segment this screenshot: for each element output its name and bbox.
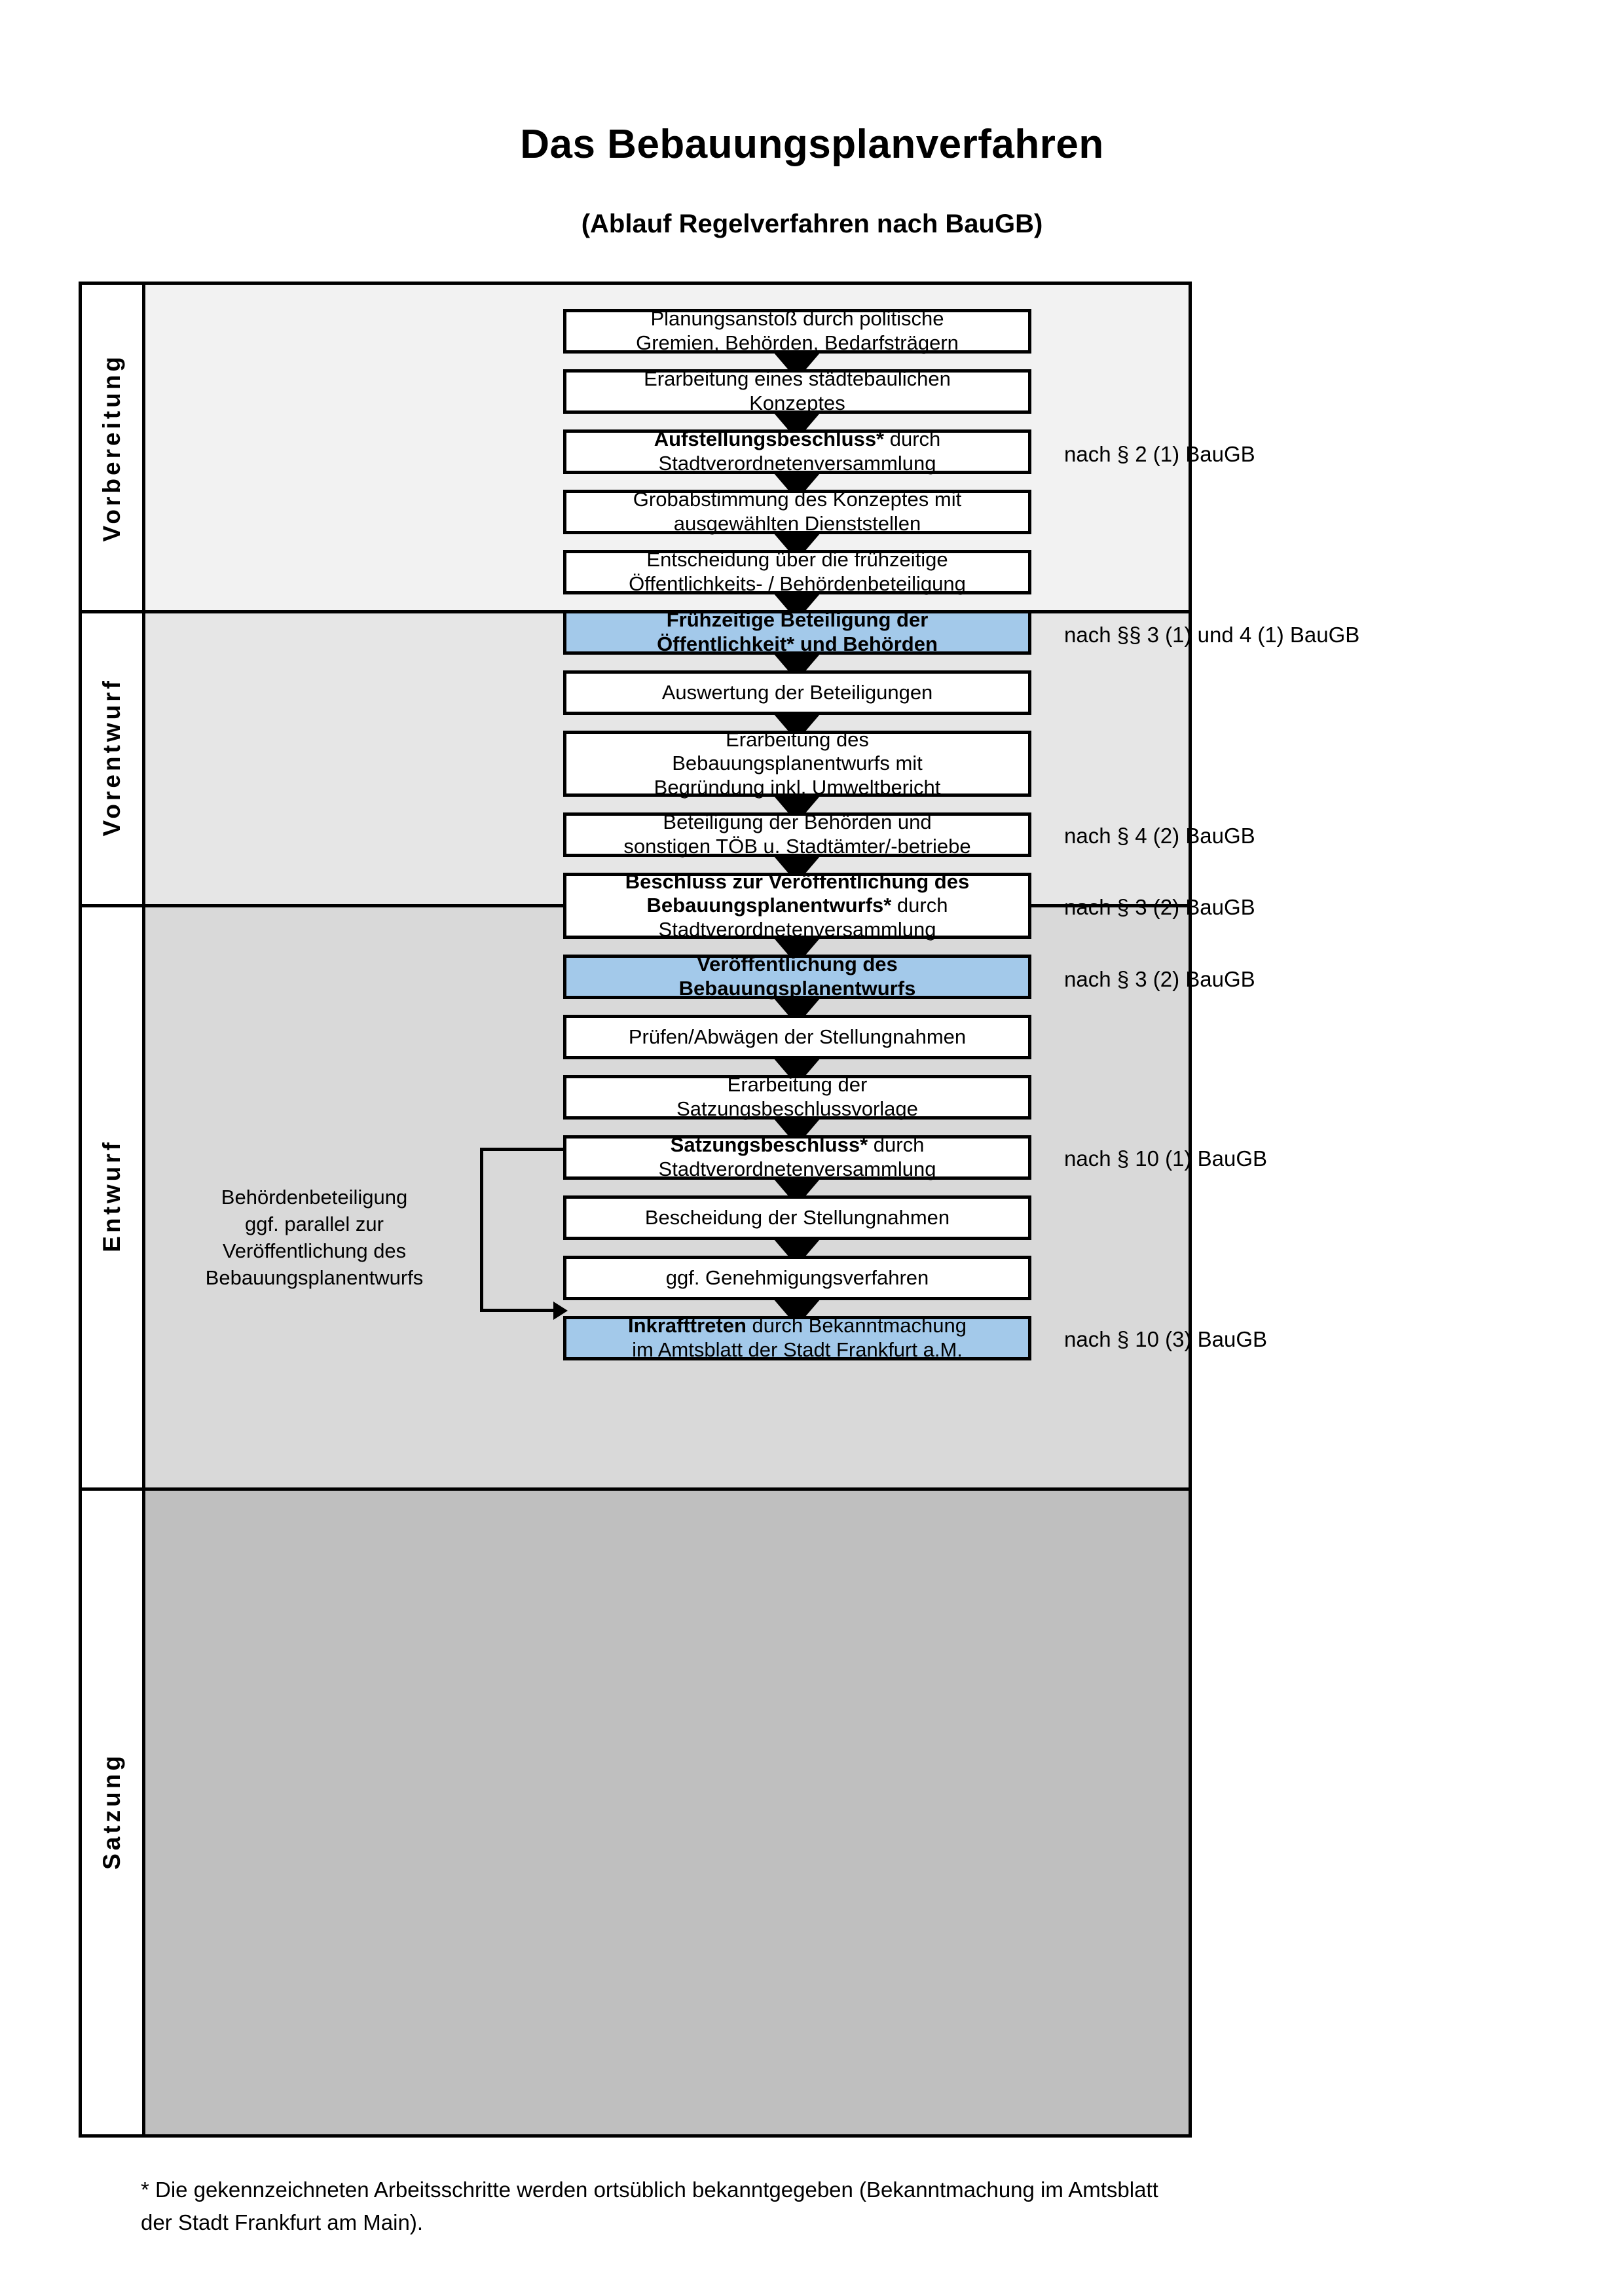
- step-line: Inkrafttreten durch Bekanntmachung: [628, 1314, 967, 1338]
- legal-reference: nach § 10 (1) BauGB: [1064, 1146, 1268, 1171]
- step-line-bold: Bebauungsplanentwurfs*: [646, 894, 892, 917]
- step-line: Erarbeitung der: [727, 1073, 868, 1097]
- side-annotation-line: Veröffentlichung des: [222, 1239, 407, 1262]
- phase-divider: [82, 1487, 1189, 1491]
- legal-reference: nach § 2 (1) BauGB: [1064, 442, 1255, 466]
- step-line: Erarbeitung eines städtebaulichen: [644, 367, 951, 391]
- process-step-box[interactable]: Erarbeitung der Satzungsbeschlussvorlage: [563, 1073, 1031, 1120]
- step-line-bold: Satzungsbeschluss*: [670, 1133, 868, 1157]
- step-line: Beschluss zur Veröffentlichung des: [625, 869, 970, 893]
- step-line-suffix: durch: [868, 1133, 925, 1157]
- phase-band-satzung: Satzung: [82, 1487, 1189, 2134]
- step-line: ggf. Genehmigungsverfahren: [665, 1266, 929, 1289]
- step-line: Prüfen/Abwägen der Stellungnahmen: [628, 1025, 967, 1048]
- step-line: Bebauungsplanentwurfs* durch: [647, 894, 948, 918]
- process-step-box[interactable]: ggf. Genehmigungsverfahren: [563, 1256, 1031, 1300]
- step-line: Erarbeitung des: [726, 727, 869, 751]
- side-annotation-line: ggf. parallel zur: [245, 1212, 384, 1235]
- step-line: Bebauungsplanentwurfs: [678, 977, 916, 1000]
- page-title: Das Bebauungsplanverfahren: [520, 122, 1104, 167]
- step-line: Planungsanstoß durch politische: [650, 307, 944, 331]
- process-step-box[interactable]: Bescheidung der Stellungnahmen: [563, 1195, 1031, 1240]
- step-line: Beteiligung der Behörden und: [663, 811, 932, 834]
- step-line: Öffentlichkeits- / Behördenbeteiligung: [629, 572, 966, 595]
- phase-label-text: Satzung: [98, 1752, 125, 1870]
- step-line: Konzeptes: [749, 392, 845, 414]
- step-line: Frühzeitige Beteiligung der: [666, 608, 929, 632]
- bracket-vertical: [480, 1148, 483, 1312]
- step-line: Aufstellungsbeschluss* durch: [654, 428, 941, 452]
- step-line: Stadtverordnetenversammlung: [658, 452, 936, 475]
- bracket-horizontal-bottom: [480, 1309, 553, 1312]
- legal-reference: nach § 3 (2) BauGB: [1064, 895, 1255, 919]
- legal-reference: nach § 10 (3) BauGB: [1064, 1327, 1268, 1351]
- step-line: Grobabstimmung des Konzeptes mit: [633, 488, 962, 511]
- process-step-box[interactable]: Prüfen/Abwägen der Stellungnahmen: [563, 1015, 1031, 1059]
- legal-reference: nach §§ 3 (1) und 4 (1) BauGB: [1064, 623, 1360, 647]
- step-line: sonstigen TÖB u. Stadtämter/-betriebe: [623, 835, 971, 858]
- process-step-box[interactable]: Erarbeitung des Bebauungsplanentwurfs mi…: [563, 727, 1031, 799]
- process-step-box[interactable]: Auswertung der Beteiligungen: [563, 670, 1031, 715]
- step-line-suffix: durch: [884, 428, 941, 451]
- phase-label-text: Vorbereitung: [98, 353, 125, 542]
- step-line: Auswertung der Beteiligungen: [661, 680, 933, 704]
- step-line: Satzungsbeschlussvorlage: [676, 1097, 918, 1120]
- step-line-suffix: durch Bekanntmachung: [746, 1314, 967, 1338]
- phase-label-cell: Entwurf: [82, 904, 145, 1487]
- process-step-box-highlighted[interactable]: Veröffentlichung des Bebauungsplanentwur…: [563, 953, 1031, 1000]
- footnote: * Die gekennzeichneten Arbeitsschritte w…: [141, 2178, 1158, 2234]
- bracket-arrowhead-icon: [553, 1302, 568, 1320]
- phase-label-cell: Vorentwurf: [82, 610, 145, 904]
- step-line: Bescheidung der Stellungnahmen: [644, 1205, 950, 1229]
- process-step-box-highlighted[interactable]: Frühzeitige Beteiligung der Öffentlichke…: [563, 608, 1031, 655]
- step-line: Begründung inkl. Umweltbericht: [654, 775, 941, 799]
- step-line: Bebauungsplanentwurfs mit: [672, 752, 923, 775]
- process-step-box[interactable]: Erarbeitung eines städtebaulichen Konzep…: [563, 367, 1031, 414]
- side-annotation: Behördenbeteiligung ggf. parallel zur Ve…: [177, 1184, 452, 1292]
- process-step-box[interactable]: Aufstellungsbeschluss* durch Stadtverord…: [563, 428, 1031, 475]
- step-line: Veröffentlichung des: [697, 953, 898, 976]
- process-step-box[interactable]: Planungsanstoß durch politische Gremien,…: [563, 307, 1031, 354]
- process-step-box-highlighted[interactable]: Inkrafttreten durch Bekanntmachung im Am…: [563, 1314, 1031, 1361]
- process-step-box[interactable]: Beschluss zur Veröffentlichung des Bebau…: [563, 869, 1031, 941]
- bracket-horizontal-top: [480, 1148, 565, 1151]
- step-line: Entscheidung über die frühzeitige: [646, 548, 948, 572]
- side-annotation-line: Bebauungsplanentwurfs: [205, 1266, 424, 1289]
- phase-label-text: Entwurf: [98, 1139, 125, 1252]
- process-step-box[interactable]: Grobabstimmung des Konzeptes mit ausgewä…: [563, 488, 1031, 535]
- process-step-box[interactable]: Satzungsbeschluss* durch Stadtverordnete…: [563, 1133, 1031, 1180]
- legal-reference: nach § 4 (2) BauGB: [1064, 824, 1255, 848]
- process-step-box[interactable]: Entscheidung über die frühzeitige Öffent…: [563, 548, 1031, 595]
- step-line-bold: Aufstellungsbeschluss*: [654, 428, 885, 451]
- step-line-bold: Inkrafttreten: [628, 1314, 747, 1338]
- step-line: im Amtsblatt der Stadt Frankfurt a.M.: [632, 1338, 963, 1361]
- legal-reference: nach § 3 (2) BauGB: [1064, 967, 1255, 991]
- step-line: ausgewählten Dienststellen: [673, 512, 921, 535]
- process-step-box[interactable]: Beteiligung der Behörden und sonstigen T…: [563, 811, 1031, 858]
- phase-label-text: Vorentwurf: [98, 678, 125, 837]
- step-line-suffix: durch: [891, 894, 948, 917]
- side-annotation-line: Behördenbeteiligung: [221, 1186, 408, 1209]
- page-subtitle: (Ablauf Regelverfahren nach BauGB): [581, 210, 1043, 238]
- step-line: Satzungsbeschluss* durch: [671, 1133, 925, 1157]
- step-line: Gremien, Behörden, Bedarfsträgern: [636, 331, 959, 354]
- step-line: Stadtverordnetenversammlung: [658, 917, 936, 941]
- phase-band-fill: [145, 1487, 1189, 2134]
- step-line: Stadtverordnetenversammlung: [658, 1157, 936, 1180]
- step-line: Öffentlichkeit* und Behörden: [657, 632, 938, 655]
- phase-label-cell: Satzung: [82, 1487, 145, 2134]
- flowchart-frame: Vorbereitung Vorentwurf Entwurf Satzung …: [79, 282, 1359, 2138]
- phase-label-cell: Vorbereitung: [82, 285, 145, 610]
